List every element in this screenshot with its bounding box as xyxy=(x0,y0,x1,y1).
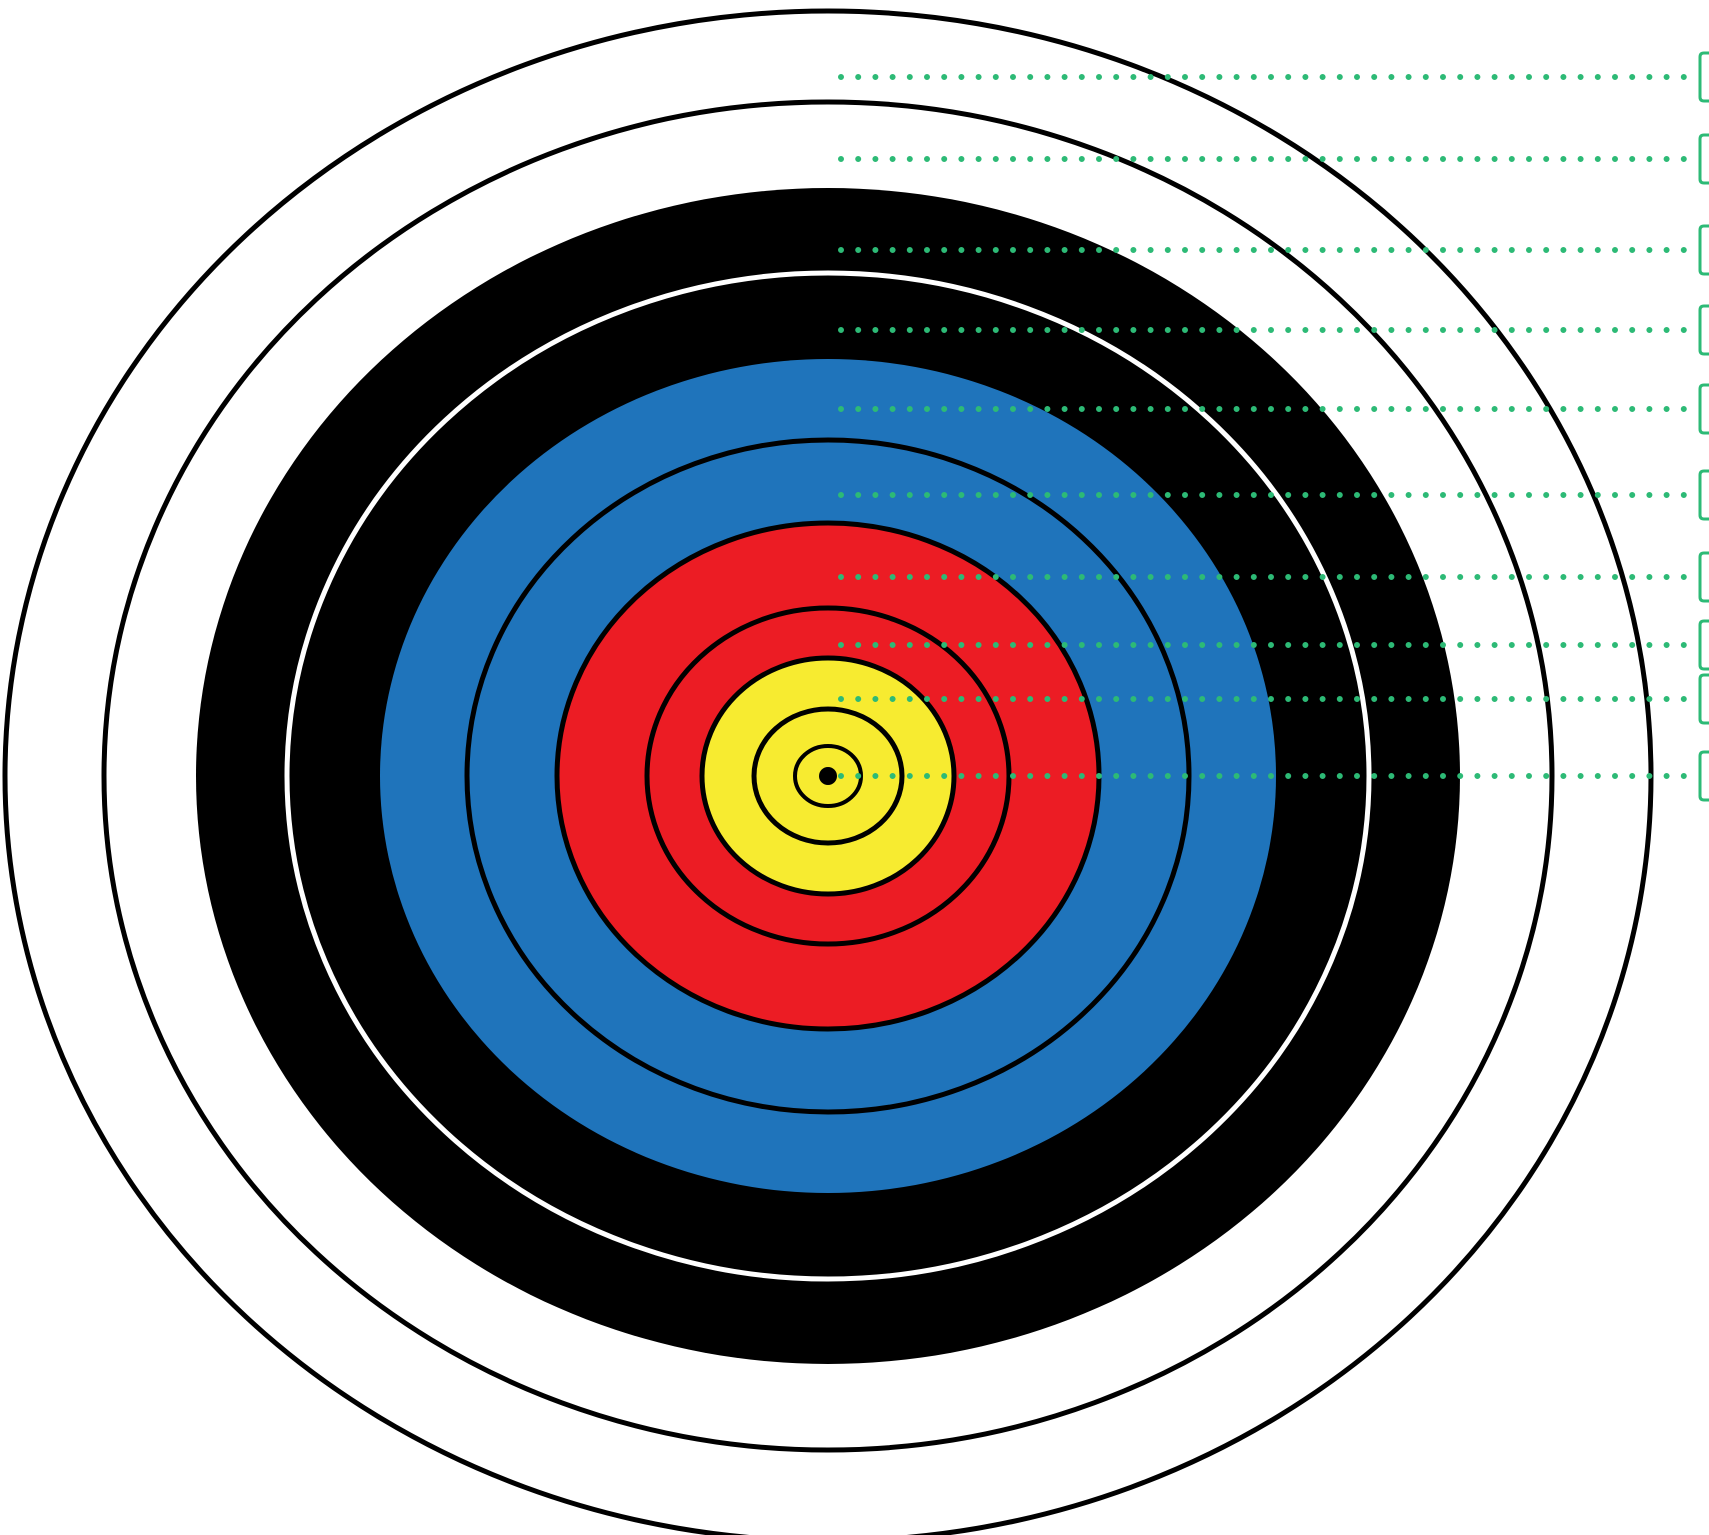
center-dot xyxy=(819,767,837,785)
label-bracket-9 xyxy=(1698,673,1709,725)
label-bracket-2 xyxy=(1698,133,1709,185)
label-bracket-1 xyxy=(1698,51,1709,103)
label-bracket-10 xyxy=(1698,750,1709,802)
label-bracket-4 xyxy=(1698,304,1709,356)
label-bracket-5 xyxy=(1698,383,1709,435)
label-bracket-7 xyxy=(1698,551,1709,603)
label-bracket-8 xyxy=(1698,619,1709,671)
label-bracket-3 xyxy=(1698,224,1709,276)
label-bracket-6 xyxy=(1698,469,1709,521)
